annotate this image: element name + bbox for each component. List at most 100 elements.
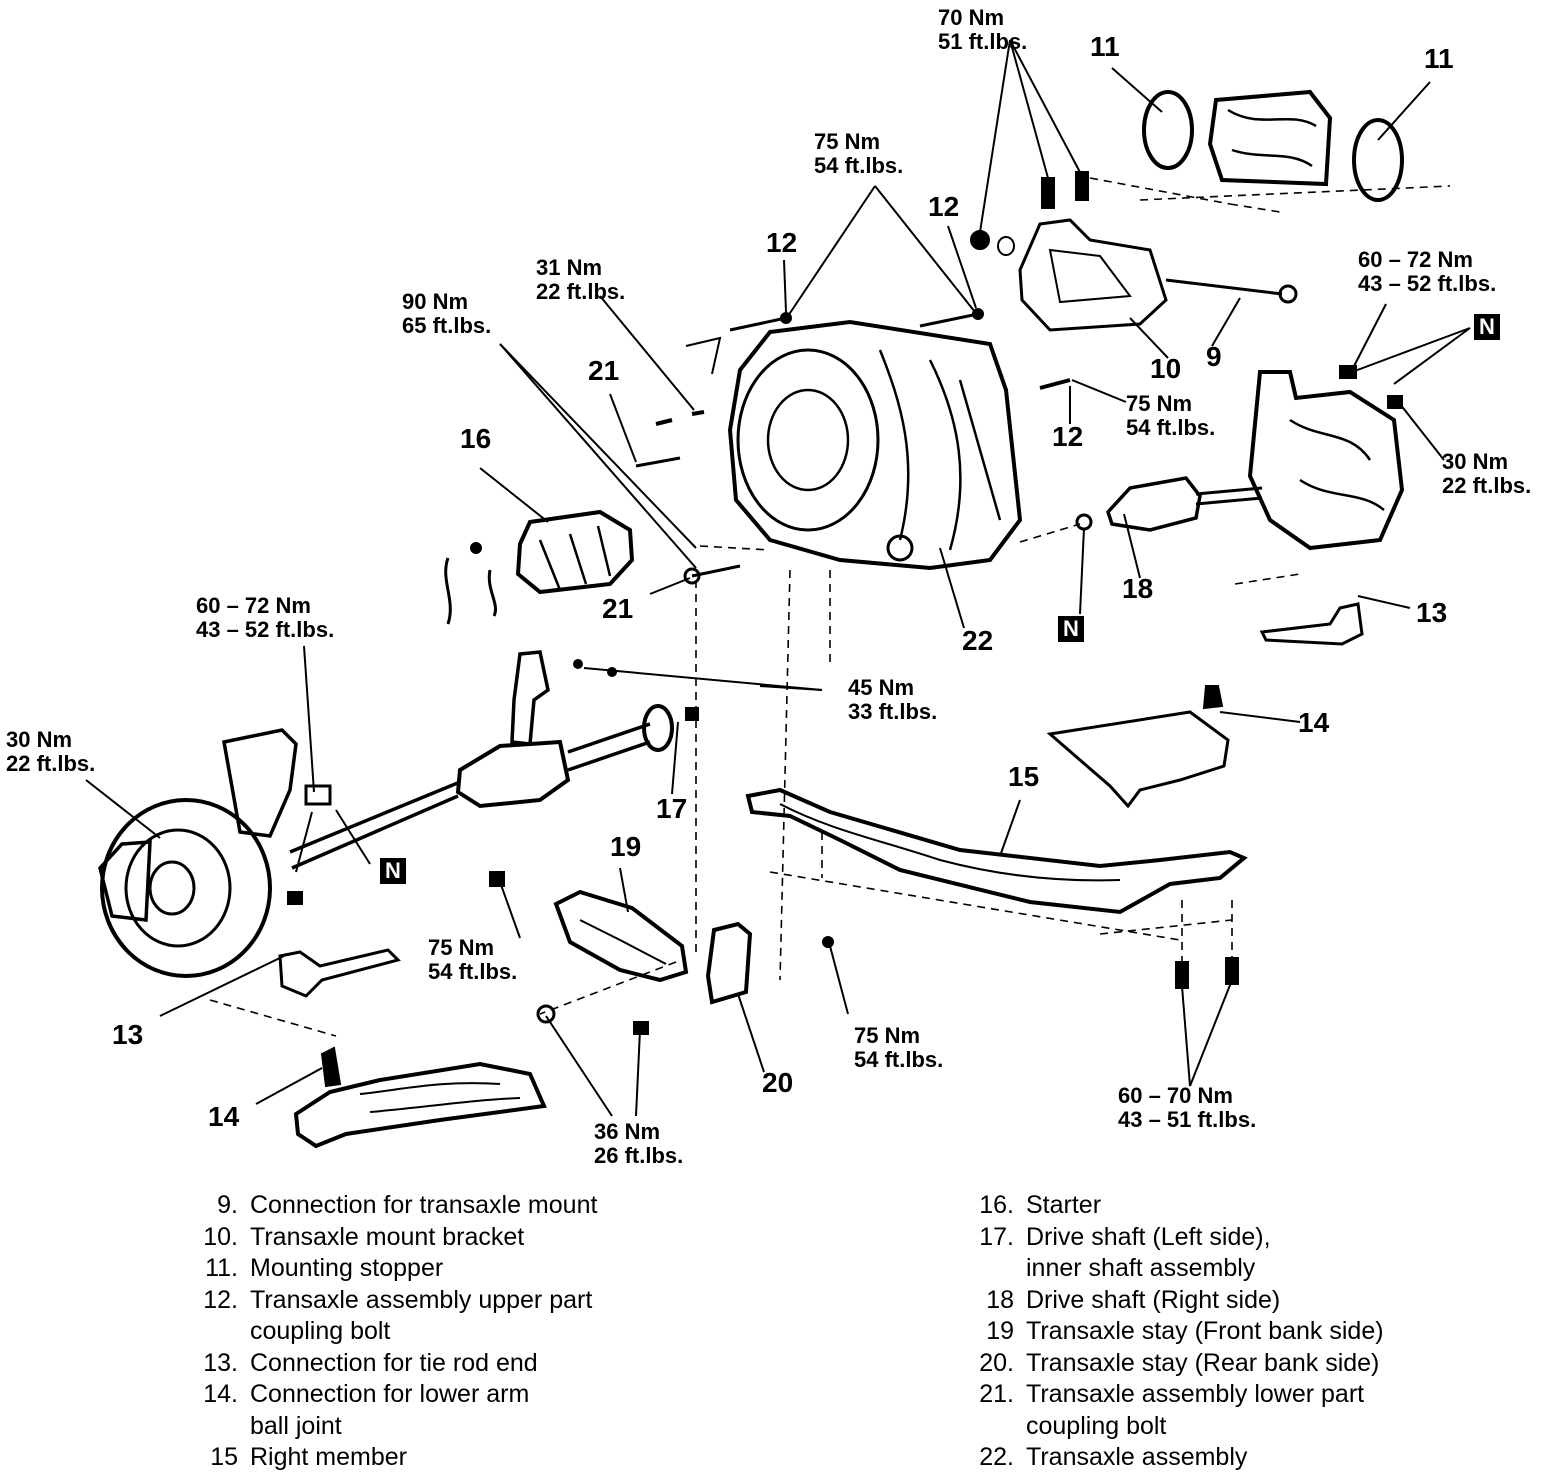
- torque-nm: 70 Nm: [938, 5, 1005, 30]
- torque-ftlbs: 22 ft.lbs.: [536, 279, 626, 305]
- torque-callout: 30 Nm 22 ft.lbs.: [1442, 449, 1532, 499]
- legend-item: 14. Connection for lower arm: [186, 1379, 597, 1411]
- legend-item: 9.Connection for transaxle mount: [186, 1190, 597, 1222]
- legend-text: Drive shaft (Left side),: [1026, 1222, 1271, 1251]
- legend-text: Connection for tie rod end: [250, 1348, 538, 1377]
- legend-right: 16. Starter 17. Drive shaft (Left side), inn…: [962, 1190, 1384, 1474]
- part-number-label: 14: [208, 1101, 240, 1132]
- replace-part-marker: N: [1058, 616, 1084, 642]
- legend-number: 19: [986, 1317, 1014, 1345]
- legend-text: Right member: [250, 1443, 407, 1471]
- torque-ftlbs: 54 ft.lbs.: [428, 959, 518, 985]
- part-number-label: 14: [1298, 707, 1330, 738]
- torque-callout: 70 Nm 51 ft.lbs.: [938, 5, 1028, 55]
- legend-item: 17. Drive shaft (Left side),: [962, 1222, 1384, 1254]
- torque-callout: 75 Nm 54 ft.lbs.: [1126, 391, 1216, 441]
- legend-text: ball joint: [250, 1411, 342, 1440]
- torque-nm: 75 Nm: [1126, 391, 1193, 416]
- legend-item: 22.Transaxle assembly: [962, 1442, 1384, 1474]
- torque-nm: 45 Nm: [848, 675, 915, 700]
- torque-ftlbs: 54 ft.lbs.: [1126, 415, 1216, 441]
- torque-nm: 75 Nm: [854, 1023, 921, 1048]
- legend-number: 14.: [203, 1380, 238, 1408]
- torque-callout: 31 Nm 22 ft.lbs.: [536, 255, 626, 305]
- torque-ftlbs: 54 ft.lbs.: [814, 153, 904, 179]
- legend-text: Transaxle stay (Front bank side): [1026, 1317, 1384, 1345]
- legend-number: 16.: [979, 1191, 1014, 1219]
- torque-callout: 60 – 72 Nm 43 – 52 ft.lbs.: [196, 593, 335, 643]
- part-number-label: 13: [1416, 597, 1448, 628]
- legend-text: Connection for lower arm: [250, 1380, 530, 1408]
- legend-item: 10. Transaxle mount bracket: [186, 1222, 597, 1254]
- legend-text: Drive shaft (Right side): [1026, 1285, 1281, 1314]
- legend-number: 18: [986, 1285, 1014, 1314]
- part-number-label: 11: [1090, 31, 1120, 62]
- torque-nm: 60 – 70 Nm: [1118, 1083, 1233, 1108]
- torque-nm: 36 Nm: [594, 1119, 661, 1144]
- torque-nm: 31 Nm: [536, 255, 603, 280]
- torque-ftlbs: 33 ft.lbs.: [848, 699, 938, 725]
- part-number-label: 22: [962, 625, 994, 656]
- torque-callout: 60 – 70 Nm 43 – 51 ft.lbs.: [1118, 1083, 1257, 1133]
- part-number-label: 12: [1052, 421, 1084, 452]
- torque-ftlbs: 22 ft.lbs.: [6, 751, 96, 777]
- part-number-label: 11: [1424, 43, 1454, 74]
- torque-callout: 30 Nm 22 ft.lbs.: [6, 727, 96, 777]
- torque-nm: 60 – 72 Nm: [196, 593, 311, 618]
- legend-number: 9.: [217, 1191, 238, 1219]
- legend-text: inner shaft assembly: [1026, 1254, 1256, 1282]
- torque-nm: 30 Nm: [6, 727, 73, 752]
- legend-item: 12. Transaxle assembly upper part: [186, 1285, 597, 1317]
- torque-callout: 75 Nm 54 ft.lbs.: [854, 1023, 943, 1072]
- part-number-label: 12: [766, 227, 798, 258]
- torque-ftlbs: 65 ft.lbs.: [402, 313, 492, 339]
- legend-item: 19 Transaxle stay (Front bank side): [962, 1316, 1384, 1348]
- legend-item: 21.Transaxle assembly lower part: [962, 1379, 1384, 1411]
- part-number-label: 17: [656, 793, 688, 824]
- torque-callout: 60 – 72 Nm 43 – 52 ft.lbs.: [1358, 247, 1497, 297]
- torque-callout: 75 Nm 54 ft.lbs.: [428, 935, 518, 985]
- legend-item: coupling bolt: [186, 1316, 597, 1348]
- part-number-label: 18: [1122, 573, 1154, 604]
- legend-number: 11.: [205, 1254, 238, 1282]
- torque-callout: 75 Nm 54 ft.lbs.: [814, 129, 904, 179]
- legend-text: Transaxle assembly: [1026, 1443, 1248, 1471]
- torque-ftlbs: 43 – 51 ft.lbs.: [1118, 1107, 1257, 1133]
- legend-number: 10.: [203, 1222, 238, 1251]
- torque-nm: 30 Nm: [1442, 449, 1509, 474]
- torque-ftlbs: 43 – 52 ft.lbs.: [196, 617, 335, 643]
- part-number-label: 19: [610, 831, 642, 862]
- part-number-label: 12: [928, 191, 960, 222]
- legend-text: coupling bolt: [1026, 1411, 1167, 1440]
- legend-item: 11.Mounting stopper: [186, 1253, 597, 1285]
- replace-part-marker: N: [1474, 314, 1500, 340]
- legend-number: 20.: [979, 1348, 1014, 1377]
- torque-nm: 90 Nm: [402, 289, 469, 314]
- torque-nm: 60 – 72 Nm: [1358, 247, 1473, 272]
- legend-item: ball joint: [186, 1411, 597, 1443]
- torque-ftlbs: 43 – 52 ft.lbs.: [1358, 271, 1497, 297]
- part-number-label: 13: [112, 1019, 144, 1050]
- part-number-label: 21: [588, 355, 620, 386]
- legend-text: Transaxle assembly upper part: [250, 1285, 593, 1314]
- legend-number: 21.: [979, 1380, 1014, 1408]
- part-number-label: 16: [460, 423, 492, 454]
- legend-item: inner shaft assembly: [962, 1253, 1384, 1285]
- legend-number: 12.: [203, 1285, 238, 1314]
- torque-ftlbs: 51 ft.lbs.: [938, 29, 1028, 55]
- legend-item: 20.Transaxle stay (Rear bank side): [962, 1348, 1384, 1380]
- torque-nm: 75 Nm: [428, 935, 495, 960]
- part-number-label: 21: [602, 593, 634, 624]
- legend-number: 17.: [979, 1222, 1014, 1251]
- torque-callout: 36 Nm 26 ft.lbs.: [594, 1119, 684, 1169]
- legend-item: coupling bolt: [962, 1411, 1384, 1443]
- torque-ftlbs: 26 ft.lbs.: [594, 1143, 684, 1169]
- legend-text: Transaxle mount bracket: [250, 1222, 525, 1251]
- legend-text: Starter: [1026, 1191, 1102, 1219]
- legend-item: 16. Starter: [962, 1190, 1384, 1222]
- part-number-label: 15: [1008, 761, 1040, 792]
- torque-ftlbs: 22 ft.lbs.: [1442, 473, 1532, 499]
